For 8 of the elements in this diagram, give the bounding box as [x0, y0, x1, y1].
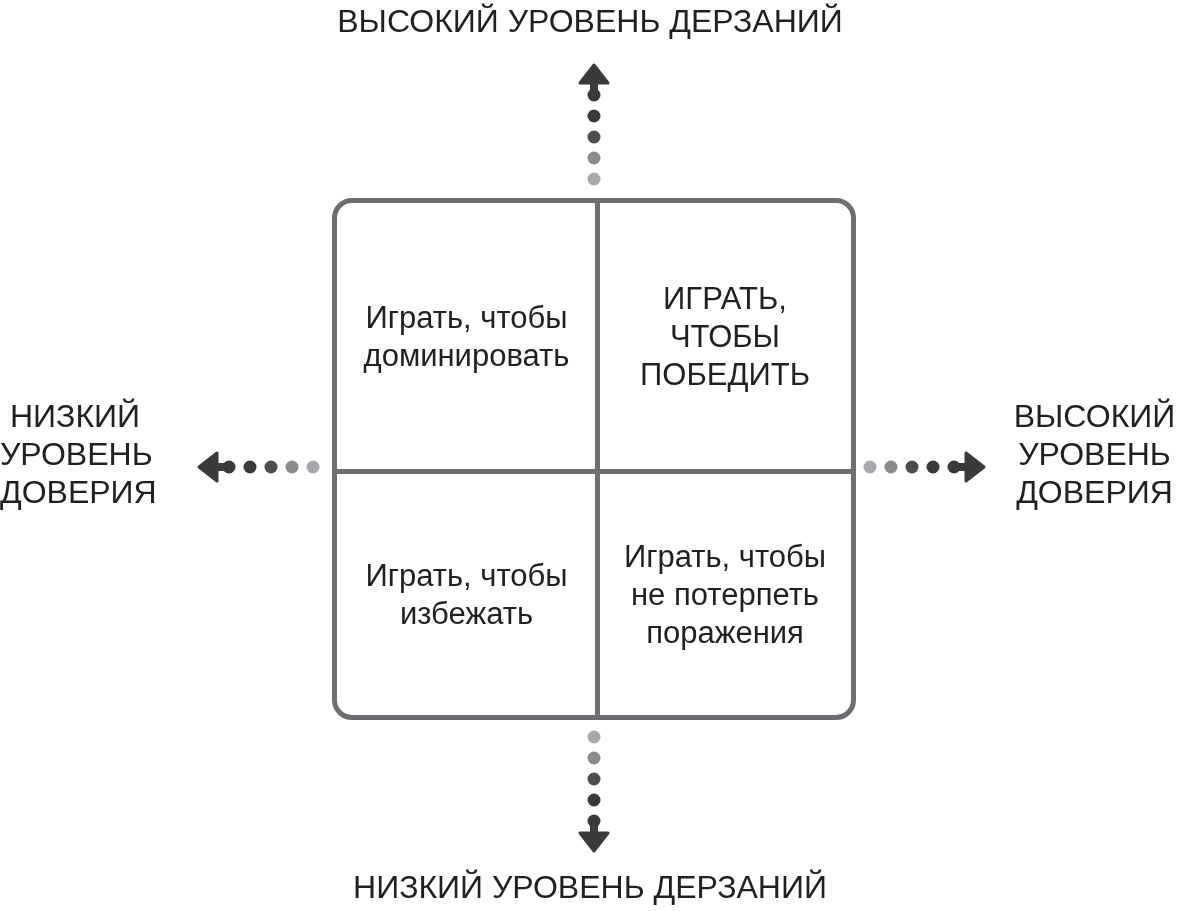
quadrant-label: Играть, чтобы избежать	[364, 556, 569, 633]
quadrant-label: ИГРАТЬ, ЧТОБЫ ПОБЕДИТЬ	[639, 279, 811, 394]
quadrant-label: Играть, чтобы доминировать	[362, 298, 571, 375]
axis-label: ВЫСОКИЙ УРОВЕНЬ ДОВЕРИЯ	[1012, 397, 1177, 511]
axis-label: НИЗКИЙ УРОВЕНЬ ДЕРЗАНИЙ	[352, 868, 828, 906]
matrix-frame	[332, 198, 856, 720]
axis-label: ВЫСОКИЙ УРОВЕНЬ ДЕРЗАНИЙ	[336, 2, 844, 40]
quadrant-label: Играть, чтобы не потерпеть поражения	[622, 537, 828, 652]
